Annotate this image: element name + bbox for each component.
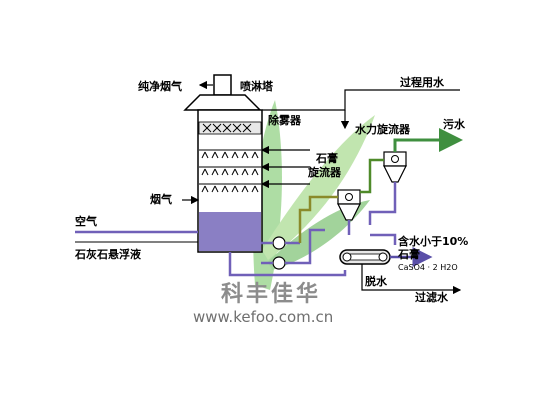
process-water-line bbox=[262, 89, 460, 130]
filtered-water-arrow bbox=[361, 264, 462, 295]
gypsum-cyclone bbox=[337, 189, 361, 221]
label-demister: 除雾器 bbox=[268, 113, 302, 127]
spray-feed-arrows bbox=[260, 145, 310, 189]
underflow-pipe bbox=[368, 182, 397, 225]
hydrocyclone bbox=[383, 151, 407, 183]
label-air: 空气 bbox=[75, 214, 97, 228]
slurry-piping bbox=[261, 228, 325, 265]
watermark-url: www.kefoo.com.cn bbox=[193, 308, 333, 326]
gypsum-feed-pipe bbox=[298, 195, 338, 243]
spray-nozzles-icon bbox=[199, 149, 261, 193]
label-process-water: 过程用水 bbox=[400, 75, 445, 89]
label-flue-gas: 烟气 bbox=[150, 192, 172, 206]
label-gypsum-formula: CaSO4 · 2 H2O bbox=[398, 263, 458, 272]
label-gypsum: 石膏 bbox=[397, 247, 420, 261]
label-spray-tower: 喷淋塔 bbox=[240, 79, 274, 93]
label-limestone-slurry: 石灰石悬浮液 bbox=[74, 247, 142, 261]
label-dewatering: 脱水 bbox=[365, 274, 388, 288]
demister-mesh-icon bbox=[202, 123, 252, 133]
bleed-pump-icon bbox=[272, 256, 286, 270]
label-gypsum-cyclone-1: 石膏 bbox=[315, 151, 338, 165]
label-hydrocyclone: 水力旋流器 bbox=[355, 122, 411, 136]
label-clean-flue-gas: 纯净烟气 bbox=[138, 79, 182, 93]
belt-filter-icon bbox=[339, 249, 391, 265]
label-filtered-water: 过滤水 bbox=[415, 290, 449, 304]
watermark-brand: 科丰佳华 bbox=[221, 281, 321, 307]
label-moisture: 含水小于10% bbox=[397, 234, 468, 248]
label-gypsum-cyclone-2: 旋流器 bbox=[307, 165, 342, 179]
overflow-pipe bbox=[360, 158, 384, 194]
spray-tower bbox=[183, 74, 263, 253]
circulation-pump-icon bbox=[272, 236, 286, 250]
label-waste-water: 污水 bbox=[443, 117, 466, 131]
